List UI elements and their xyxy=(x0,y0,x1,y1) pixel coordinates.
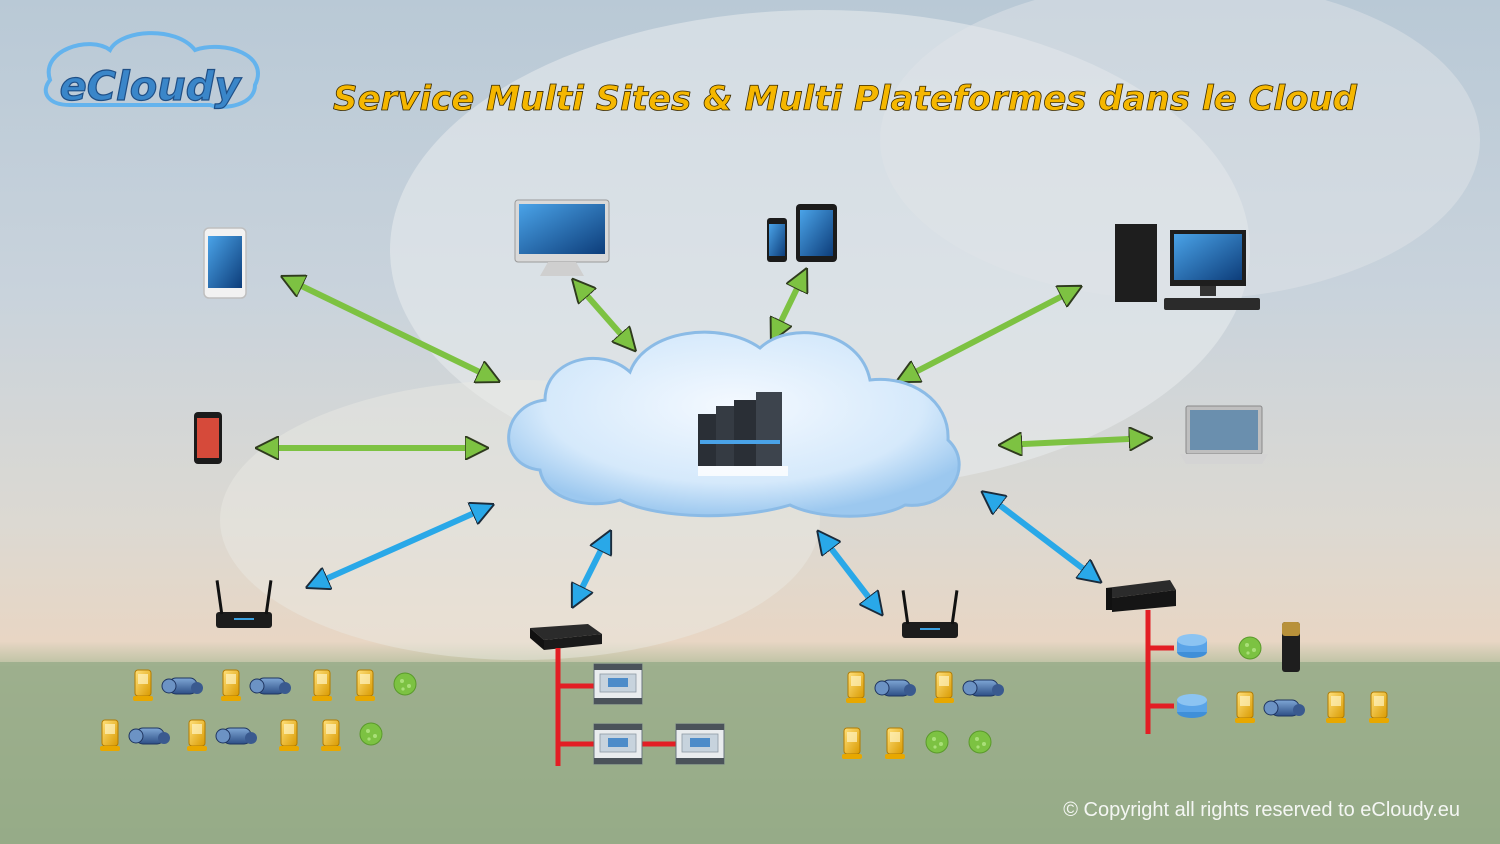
link-site-1 xyxy=(310,506,490,586)
din-controller-icon xyxy=(593,723,643,765)
site-links xyxy=(310,494,1098,612)
motion-sensor-icon xyxy=(393,672,417,696)
background-cloud xyxy=(880,0,1480,300)
thermostat-sensor-icon xyxy=(1234,691,1256,724)
din-controller-icon xyxy=(675,723,725,765)
tablet-icon xyxy=(203,227,247,299)
thermostat-sensor-icon xyxy=(186,719,208,752)
motion-sensor-icon xyxy=(968,730,992,754)
link-laptop xyxy=(1003,438,1148,445)
link-phone-tablet xyxy=(773,272,805,338)
access-point-icon xyxy=(1177,694,1207,718)
thermostat-sensor-icon xyxy=(99,719,121,752)
thermostat-sensor-icon xyxy=(845,671,867,704)
gateway-box-icon xyxy=(1106,580,1176,612)
link-site-4 xyxy=(985,494,1098,580)
ecloudy-logo: eCloudy xyxy=(43,31,260,111)
thermostat-sensor-icon xyxy=(1325,691,1347,724)
laptop-icon xyxy=(1180,405,1268,464)
link-site-3 xyxy=(820,534,880,612)
thermostat-sensor-icon xyxy=(220,669,242,702)
thermostat-sensor-icon xyxy=(1368,691,1390,724)
thermostat-sensor-icon xyxy=(311,669,333,702)
thermostat-sensor-icon xyxy=(841,727,863,760)
server-rack-icon xyxy=(698,392,788,476)
thermostat-sensor-icon xyxy=(884,727,906,760)
din-controller-icon xyxy=(593,663,643,705)
copyright-text: © Copyright all rights reserved to eClou… xyxy=(1063,799,1460,821)
desktop-pc-icon xyxy=(1115,224,1260,310)
thermostat-sensor-icon xyxy=(933,671,955,704)
imac-icon xyxy=(514,199,610,276)
site-2 xyxy=(530,624,725,766)
client-links xyxy=(260,272,1148,448)
motion-sensor-icon xyxy=(1238,636,1262,660)
link-site-2 xyxy=(574,534,609,604)
gateway-box-icon xyxy=(530,624,602,650)
link-tablet xyxy=(285,278,496,380)
logo-text: eCloudy xyxy=(60,64,243,110)
thermostat-sensor-icon xyxy=(320,719,342,752)
phone-tablet-icon xyxy=(767,204,837,262)
thermostat-sensor-icon xyxy=(354,669,376,702)
access-point-icon xyxy=(1177,634,1207,658)
motion-sensor-icon xyxy=(925,730,949,754)
smartphone-icon xyxy=(194,412,222,464)
thermostat-sensor-icon xyxy=(132,669,154,702)
motion-sensor-icon xyxy=(359,722,383,746)
wiring xyxy=(1145,610,1174,734)
thermostat-sensor-icon xyxy=(278,719,300,752)
link-imac xyxy=(575,282,633,348)
smart-speaker-icon xyxy=(1282,622,1300,672)
page-title: Service Multi Sites & Multi Plateformes … xyxy=(333,79,1358,119)
link-desktop xyxy=(900,288,1078,380)
wiring xyxy=(555,648,676,766)
site-4 xyxy=(1106,580,1390,734)
